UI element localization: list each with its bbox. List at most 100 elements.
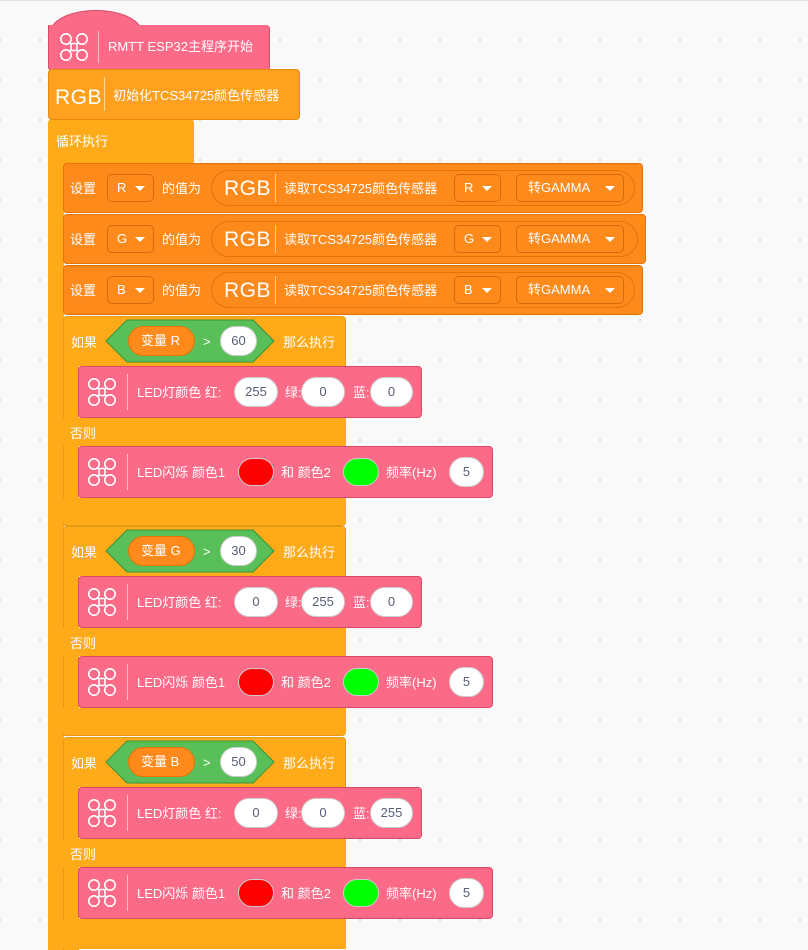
- if-label: 如果: [71, 545, 98, 560]
- drone-icon: [86, 456, 118, 488]
- blink-and-label: 和 颜色2: [281, 886, 331, 901]
- frequency-input[interactable]: 5: [449, 667, 484, 697]
- chevron-down-icon: [135, 237, 145, 242]
- green-label: 绿:: [285, 806, 302, 821]
- then-label: 那么执行: [283, 756, 336, 771]
- green-label: 绿:: [285, 385, 302, 400]
- reporter-divider: [275, 276, 276, 304]
- hat-label: RMTT ESP32主程序开始: [108, 39, 253, 54]
- variable-dropdown-value: G: [117, 231, 128, 246]
- led-color-block[interactable]: [78, 787, 422, 839]
- rgb-sensor-icon: RGB: [55, 86, 103, 109]
- led-color-label: LED灯颜色 红:: [137, 806, 222, 821]
- green-value-input[interactable]: 0: [301, 377, 345, 407]
- drone-icon: [86, 877, 118, 909]
- red-value-input[interactable]: 0: [234, 587, 278, 617]
- blue-label: 蓝:: [353, 806, 370, 821]
- compare-value-input[interactable]: 60: [220, 326, 257, 356]
- variable-dropdown[interactable]: B: [107, 276, 154, 304]
- operator-label: >: [203, 334, 211, 349]
- chevron-down-icon: [605, 186, 615, 191]
- compare-value-input[interactable]: 50: [220, 747, 257, 777]
- chevron-down-icon: [482, 186, 492, 191]
- compare-value-input[interactable]: 30: [220, 536, 257, 566]
- channel-dropdown[interactable]: B: [454, 276, 501, 304]
- rgb-sensor-icon: RGB: [224, 228, 272, 251]
- then-label: 那么执行: [283, 545, 336, 560]
- channel-dropdown-value: R: [464, 180, 474, 195]
- color1-swatch[interactable]: [238, 668, 274, 696]
- gamma-dropdown[interactable]: 转GAMMA: [516, 276, 624, 304]
- reporter-divider: [275, 225, 276, 253]
- blue-value-input[interactable]: 255: [370, 798, 413, 828]
- blue-value-input[interactable]: 0: [370, 587, 413, 617]
- variable-dropdown-value: B: [117, 282, 126, 297]
- read-sensor-label: 读取TCS34725颜色传感器: [284, 283, 438, 298]
- blink-divider: [127, 454, 128, 490]
- blue-label: 蓝:: [353, 385, 370, 400]
- variable-reporter[interactable]: 变量 B: [128, 747, 195, 777]
- color2-swatch[interactable]: [343, 668, 379, 696]
- gamma-dropdown[interactable]: 转GAMMA: [516, 174, 624, 202]
- green-label: 绿:: [285, 595, 302, 610]
- else-bar: [63, 628, 346, 656]
- loop-block-body[interactable]: [48, 119, 194, 165]
- led-blink-block[interactable]: [78, 867, 493, 919]
- if-label: 如果: [71, 335, 98, 350]
- gamma-dropdown[interactable]: 转GAMMA: [516, 225, 624, 253]
- operator-label: >: [203, 544, 211, 559]
- if-else-bottom: [63, 919, 346, 949]
- chevron-down-icon: [135, 288, 145, 293]
- led-divider: [127, 584, 128, 620]
- green-value-input[interactable]: 255: [301, 587, 345, 617]
- drone-icon: [86, 586, 118, 618]
- drone-icon: [86, 666, 118, 698]
- chevron-down-icon: [135, 186, 145, 191]
- led-blink-block[interactable]: [78, 446, 493, 498]
- led-blink-block[interactable]: [78, 656, 493, 708]
- frequency-input[interactable]: 5: [449, 878, 484, 908]
- read-sensor-label: 读取TCS34725颜色传感器: [284, 181, 438, 196]
- gamma-dropdown-value: 转GAMMA: [528, 282, 591, 297]
- init-sensor-block[interactable]: [48, 69, 300, 120]
- variable-reporter[interactable]: 变量 R: [128, 326, 195, 356]
- variable-dropdown[interactable]: R: [107, 174, 154, 202]
- channel-dropdown[interactable]: R: [454, 174, 501, 202]
- of-value-label: 的值为: [162, 232, 202, 247]
- blue-value-input[interactable]: 0: [370, 377, 413, 407]
- color1-swatch[interactable]: [238, 458, 274, 486]
- frequency-label: 频率(Hz): [386, 886, 437, 901]
- red-value-input[interactable]: 255: [234, 377, 278, 407]
- variable-dropdown[interactable]: G: [107, 225, 154, 253]
- loop-label: 循环执行: [56, 134, 109, 149]
- drone-icon: [58, 31, 90, 63]
- frequency-label: 频率(Hz): [386, 465, 437, 480]
- else-label: 否则: [70, 847, 97, 862]
- blink-color1-label: LED闪烁 颜色1: [137, 465, 226, 480]
- blink-color1-label: LED闪烁 颜色1: [137, 886, 226, 901]
- set-label: 设置: [70, 181, 97, 196]
- blink-and-label: 和 颜色2: [281, 465, 331, 480]
- gamma-dropdown-value: 转GAMMA: [528, 231, 591, 246]
- color2-swatch[interactable]: [343, 458, 379, 486]
- frequency-input[interactable]: 5: [449, 457, 484, 487]
- led-divider: [127, 795, 128, 831]
- rgb-sensor-icon: RGB: [224, 279, 272, 302]
- color2-swatch[interactable]: [343, 879, 379, 907]
- else-bar: [63, 418, 346, 446]
- chevron-down-icon: [482, 288, 492, 293]
- blink-divider: [127, 875, 128, 911]
- red-value-input[interactable]: 0: [234, 798, 278, 828]
- chevron-down-icon: [605, 288, 615, 293]
- variable-reporter[interactable]: 变量 G: [128, 536, 195, 566]
- channel-dropdown[interactable]: G: [454, 225, 501, 253]
- channel-dropdown-value: G: [464, 231, 475, 246]
- variable-dropdown-value: R: [117, 180, 127, 195]
- color1-swatch[interactable]: [238, 879, 274, 907]
- drone-icon: [86, 376, 118, 408]
- green-value-input[interactable]: 0: [301, 798, 345, 828]
- hat-divider: [98, 31, 99, 63]
- led-divider: [127, 374, 128, 410]
- else-bar: [63, 839, 346, 867]
- channel-dropdown-value: B: [464, 282, 473, 297]
